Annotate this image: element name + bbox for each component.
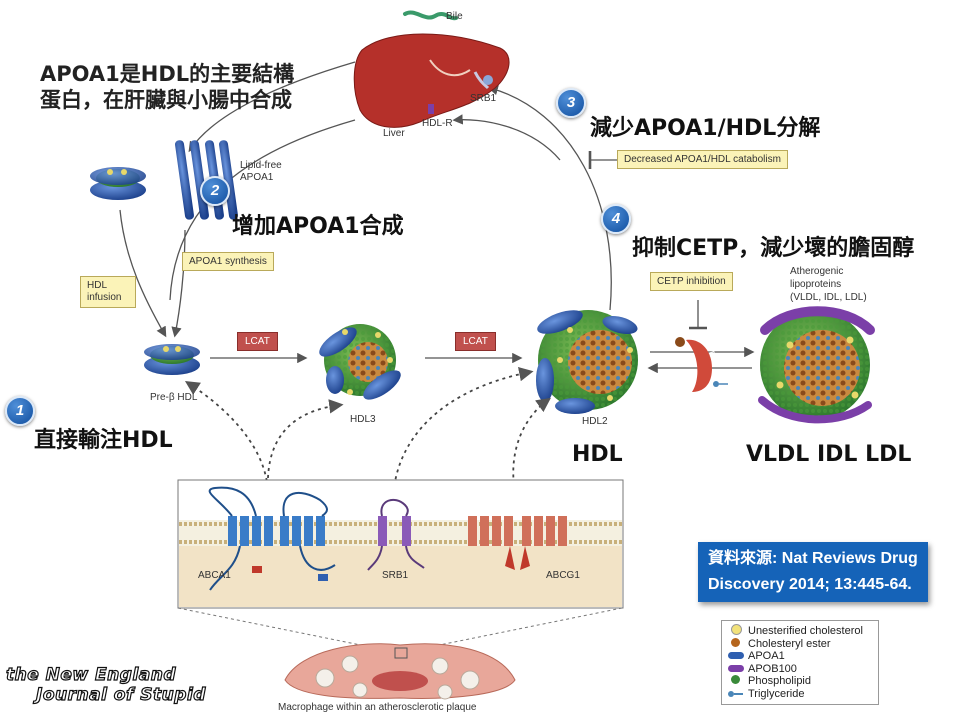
logo-line1: the New England — [5, 664, 177, 685]
abca1-transporter-icon — [208, 486, 336, 591]
abca1-label: ABCA1 — [198, 570, 231, 581]
source-line2: Discovery 2014; 13:445-64. — [708, 576, 912, 593]
hdl3-label: HDL3 — [350, 414, 376, 425]
atherogenic-label-1: Atherogenic — [790, 266, 844, 277]
infused-hdl-disc-icon — [90, 167, 146, 200]
step-badge-1: 1 — [5, 396, 35, 426]
legend-item-phospholipid: Phospholipid — [728, 675, 872, 688]
hdl2-to-liver-arrow — [487, 85, 612, 311]
step3-text: 減少APOA1/HDL分解 — [590, 116, 821, 141]
step-badge-2: 2 — [200, 176, 230, 206]
cetp-protein-icon — [675, 337, 728, 392]
decreased-catabolism-box: Decreased APOA1/HDL catabolism — [617, 150, 788, 169]
apoa1-structure-line2: 蛋白，在肝臟與小腸中合成 — [40, 88, 292, 112]
hdl-infusion-box: HDL infusion — [80, 276, 136, 308]
logo-line2: Journal of Stupid — [35, 684, 206, 705]
srb1-transporter-icon — [367, 498, 425, 571]
legend-label: Phospholipid — [748, 675, 811, 688]
legend-label: APOA1 — [748, 650, 785, 663]
bile-label: Bile — [446, 11, 463, 22]
pre-beta-label: Pre-β HDL — [150, 392, 198, 403]
step-badge-4: 4 — [601, 204, 631, 234]
abcg1-transporter-icon — [468, 516, 567, 570]
legend-item-apob100: APOB100 — [728, 663, 872, 676]
legend-label: Unesterified cholesterol — [748, 625, 863, 638]
atherogenic-label-2: lipoproteins — [790, 279, 842, 290]
apoa1-icon — [728, 650, 744, 662]
bile-icon — [403, 10, 458, 21]
zoom-line-left — [177, 607, 396, 653]
step1-text: 直接輸注HDL — [34, 428, 173, 453]
step2-text: 增加APOA1合成 — [232, 214, 404, 239]
cetp-inhibition-box: CETP inhibition — [650, 272, 733, 291]
lcat-box-2: LCAT — [455, 332, 496, 351]
apoa1-structure-line1: APOA1是HDL的主要結構 — [40, 62, 295, 86]
apoa1-to-prebeta-arrow — [171, 229, 186, 338]
atherogenic-label-3: (VLDL, IDL, LDL) — [790, 292, 867, 303]
macrophage-icon — [284, 643, 516, 700]
lipid-free-label: Lipid-free — [240, 160, 282, 171]
phospholipid-icon — [728, 675, 744, 687]
macrophage-label: Macrophage within an atherosclerotic pla… — [278, 702, 477, 713]
source-line1: 資料來源: Nat Reviews Drug — [708, 550, 918, 567]
apoa1-structure-note: APOA1是HDL的主要結構 蛋白，在肝臟與小腸中合成 — [40, 61, 294, 113]
hdl-infusion-line2: infusion — [87, 292, 122, 303]
zoom-line-right — [404, 607, 623, 653]
legend-item-apoa1: APOA1 — [728, 650, 872, 663]
hdl2-particle-icon — [536, 310, 638, 414]
abca1-efflux-arrow-2 — [267, 399, 344, 479]
triglyceride-icon — [728, 688, 744, 700]
legend-label: APOB100 — [748, 662, 797, 675]
srb1-efflux-arrow — [392, 367, 534, 501]
apob100-icon — [728, 663, 744, 675]
liver-label: Liver — [383, 128, 405, 139]
srb1-label: SRB1 — [382, 570, 409, 581]
abcg1-label: ABCG1 — [546, 570, 580, 581]
legend-item-unesterified: Unesterified cholesterol — [728, 624, 872, 638]
hdl-label-big: HDL — [572, 442, 623, 467]
return-arrow-left — [188, 61, 356, 153]
hdl2-label: HDL2 — [582, 416, 608, 427]
infusion-arrow — [119, 209, 167, 338]
legend-item-triglyceride: Triglyceride — [728, 688, 872, 701]
hdl-r-label: HDL-R — [422, 118, 453, 129]
step4-text: 抑制CETP，減少壞的膽固醇 — [632, 236, 915, 261]
step-badge-3: 3 — [556, 88, 586, 118]
apoa1-synthesis-box: APOA1 synthesis — [182, 252, 274, 271]
hdl-infusion-line1: HDL — [87, 280, 108, 291]
legend: Unesterified cholesterol Cholesteryl est… — [721, 620, 879, 705]
pre-beta-hdl-icon — [144, 344, 200, 375]
srb1-liver-label: SRB1 — [470, 93, 497, 104]
lcat-box-1: LCAT — [237, 332, 278, 351]
hdl3-particle-icon — [319, 324, 401, 400]
legend-label: Cholesteryl ester — [748, 637, 831, 650]
legend-item-cholesteryl-ester: Cholesteryl ester — [728, 637, 872, 651]
unesterified-cholesterol-icon — [728, 624, 744, 638]
cholesteryl-ester-icon — [728, 637, 744, 650]
apoa1-label: APOA1 — [240, 172, 274, 183]
legend-label: Triglyceride — [748, 687, 805, 700]
source-citation-box: 資料來源: Nat Reviews Drug Discovery 2014; 1… — [698, 542, 928, 602]
vldl-label-big: VLDL IDL LDL — [746, 442, 912, 467]
liver-icon — [353, 33, 510, 128]
atherogenic-lipoprotein-icon — [758, 306, 875, 424]
abca1-efflux-arrow-1 — [184, 381, 269, 496]
hdl2-to-hdlr-arrow — [452, 114, 561, 161]
journal-logo: the New England Journal of Stupid — [5, 664, 206, 705]
